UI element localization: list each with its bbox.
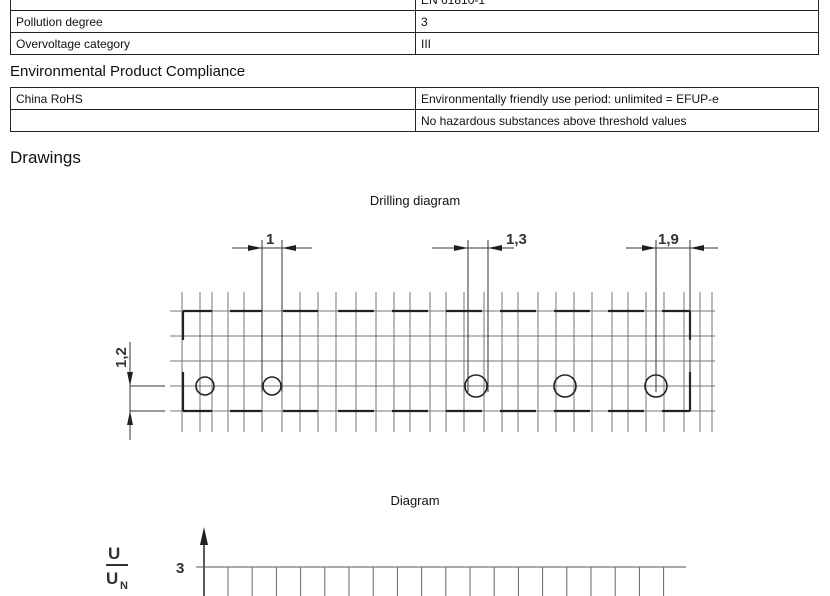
dimension-arrowhead (282, 245, 296, 251)
table-cell-value: III (415, 32, 819, 55)
drill-hole (262, 376, 282, 396)
dimension-arrowhead (642, 245, 656, 251)
table-row: Pollution degree 3 (10, 10, 819, 33)
diagram-tick-label: 3 (176, 560, 184, 577)
environmental-table: China RoHS Environmentally friendly use … (10, 87, 819, 132)
section-title-environmental: Environmental Product Compliance (10, 63, 246, 80)
diagram-y-label-numerator: U (108, 544, 120, 563)
table-row: No hazardous substances above threshold … (10, 109, 819, 132)
dimension-label: 1 (266, 231, 274, 248)
table-cell-label: Overvoltage category (10, 32, 416, 55)
table-cell-value: No hazardous substances above threshold … (415, 109, 819, 132)
drill-hole (195, 376, 215, 396)
dimension-arrowhead (454, 245, 468, 251)
drawings-title: Drawings (10, 148, 81, 167)
drill-hole (553, 374, 577, 398)
table-row: Overvoltage category III (10, 32, 819, 55)
dimension-label: 1,9 (658, 231, 679, 248)
drill-hole (464, 374, 488, 398)
dimension-arrowhead (690, 245, 704, 251)
dimension-arrowhead (488, 245, 502, 251)
dimension-arrowhead (248, 245, 262, 251)
dimension-label: 1,3 (506, 231, 527, 248)
dimension-arrowhead (127, 372, 133, 386)
dimension-label: 1,2 (113, 347, 130, 368)
diagram-y-label-subscript: N (120, 580, 128, 592)
drilling-diagram: 1 1,3 1,9 1,2 (113, 231, 718, 440)
diagram-caption: Diagram (390, 493, 440, 508)
drilling-diagram-caption: Drilling diagram (369, 193, 461, 208)
dimension-arrowhead (127, 411, 133, 425)
y-axis-arrowhead (200, 527, 208, 545)
voltage-diagram (196, 527, 686, 596)
technical-data-table: EN 61810-1 Pollution degree 3 Overvoltag… (10, 0, 819, 55)
diagram-y-label-denominator: U (106, 569, 118, 588)
